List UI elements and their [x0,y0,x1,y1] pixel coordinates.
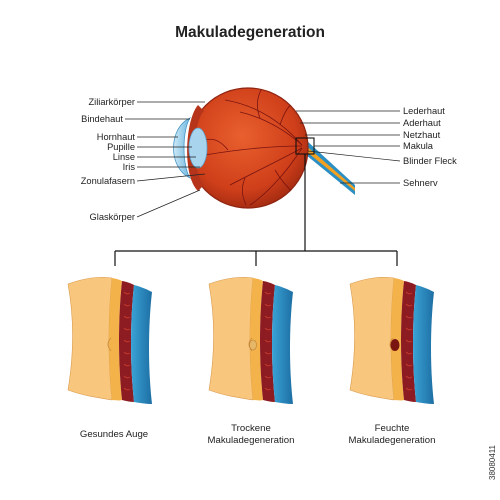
fovea-pit [389,337,394,352]
choroid-vessel [405,315,413,319]
choroid-vessel [123,387,131,391]
choroid-vessel [123,351,131,355]
labels-left: Ziliarkörper Bindehaut Hornhaut Pupille … [81,97,136,222]
label-zonulafasern: Zonulafasern [81,176,135,186]
choroid-vessel [264,351,272,355]
stock-id: 38080411 [488,444,497,480]
choroid-vessel [405,351,413,355]
labels-right: Lederhaut Aderhaut Netzhaut Makula Blind… [403,106,457,188]
choroid-vessel [405,327,413,331]
caption-healthy: Gesundes Auge [80,429,148,440]
choroid-vessel [123,339,131,343]
label-iris: Iris [123,162,136,172]
label-netzhaut: Netzhaut [403,130,441,140]
label-makula: Makula [403,141,434,151]
choroid-vessel [264,303,272,307]
choroid-vessel [264,339,272,343]
leader-lines-right [296,110,401,184]
diagram-title: Makuladegeneration [175,24,325,41]
caption-dry-line1: Trockene [231,423,271,434]
choroid-vessel [264,363,272,367]
cornea [173,117,192,179]
retina-layer [109,278,122,401]
label-glaskoerper: Glaskörper [90,212,135,222]
leader-lines-left [125,101,206,218]
label-ziliarkoerper: Ziliarkörper [89,97,136,107]
choroid-vessel [405,363,413,367]
label-sehnerv: Sehnerv [403,178,438,188]
choroid-vessel [264,327,272,331]
choroid-vessel [264,387,272,391]
choroid-vessel [123,363,131,367]
choroid-vessel [405,387,413,391]
vitreous-layer [208,276,254,401]
choroid-vessel [264,315,272,319]
label-bindehaut: Bindehaut [81,114,123,124]
choroid-vessel [123,303,131,307]
choroid-vessel [123,291,131,295]
choroid-vessel [123,375,131,379]
caption-dry-line2: Makuladegeneration [208,435,295,446]
label-blinder-fleck: Blinder Fleck [403,156,457,166]
caption-wet-line2: Makuladegeneration [349,435,436,446]
label-pupille: Pupille [107,142,135,152]
panel-healthy [67,276,152,404]
drusen-deposit [249,339,257,351]
panel-wet [349,276,434,404]
choroid-vessel [405,375,413,379]
sclera-layer [131,285,152,404]
fovea-pit [248,337,253,352]
choroid-vessel [123,327,131,331]
panel-dry [208,276,293,404]
choroid-vessel [123,315,131,319]
panel-connector [114,154,398,266]
label-aderhaut: Aderhaut [403,118,441,128]
choroid-vessel [405,339,413,343]
vitreous-layer [67,276,113,401]
sclera-layer [272,285,293,404]
choroid-vessel [264,291,272,295]
choroid-vessel [264,375,272,379]
choroid-vessel [405,291,413,295]
retina-layer [391,278,404,401]
fovea-pit [107,337,112,352]
caption-wet-line1: Feuchte [375,423,410,434]
captions: Gesundes Auge Trockene Makuladegeneratio… [80,423,436,446]
eyeball [173,87,315,209]
retina-layer [250,278,263,401]
vitreous-layer [349,276,395,401]
lens [188,127,208,169]
label-linse: Linse [113,152,135,162]
hemorrhage-spot [390,339,400,351]
label-lederhaut: Lederhaut [403,106,445,116]
choroid-vessel [405,303,413,307]
sclera-layer [413,285,434,404]
label-hornhaut: Hornhaut [97,132,136,142]
